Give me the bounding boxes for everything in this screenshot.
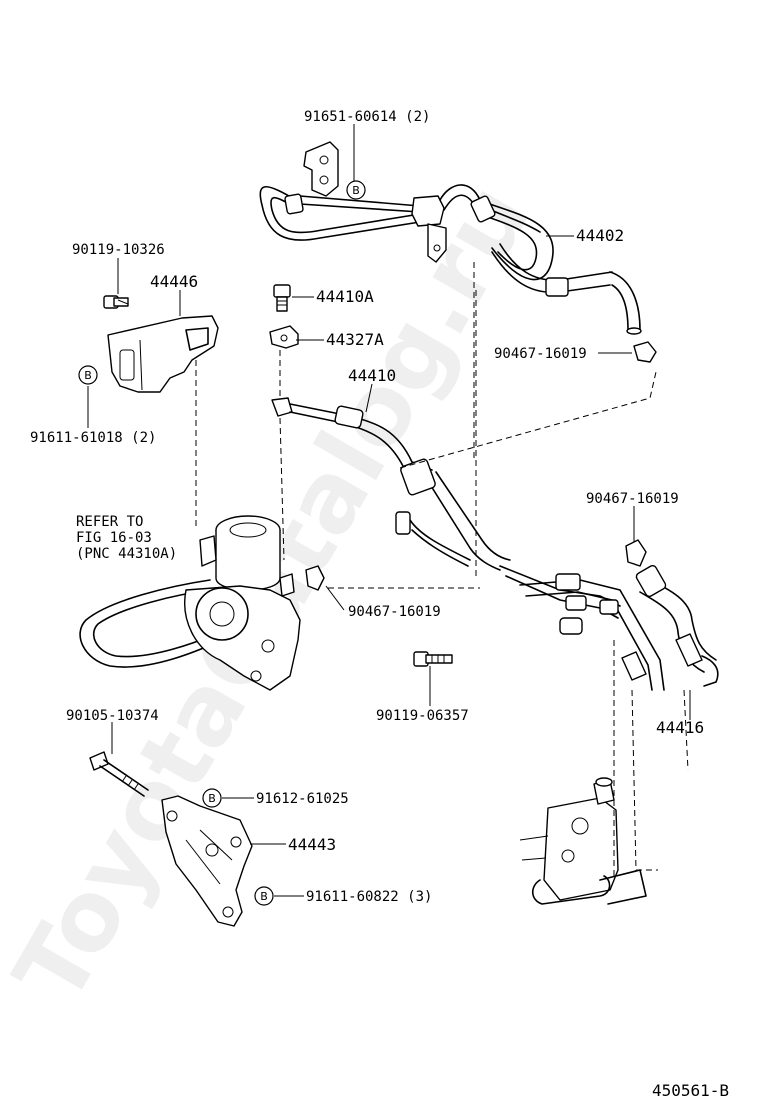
label-91611-60822: 91611-60822 (3) <box>306 889 432 905</box>
svg-text:B: B <box>352 184 360 197</box>
part-44443-bracket[interactable] <box>161 795 253 927</box>
part-90119-10326-bolt[interactable] <box>103 295 129 309</box>
part-90119-06357-bolt[interactable] <box>413 651 453 667</box>
label-90467-16019-right: 90467-16019 <box>586 491 679 507</box>
refer-note-line2: FIG 16-03 <box>76 530 152 546</box>
label-90467-16019-top: 90467-16019 <box>494 346 587 362</box>
part-44410-return-tube[interactable] <box>271 397 665 691</box>
label-90467-16019-mid: 90467-16019 <box>348 604 441 620</box>
label-91611-61018: 91611-61018 (2) <box>30 430 156 446</box>
svg-text:B: B <box>260 890 268 903</box>
svg-text:B: B <box>208 792 216 805</box>
part-44446-bracket[interactable] <box>107 315 219 393</box>
part-90467-16019-clamp-mid[interactable] <box>305 565 325 591</box>
refer-note-line1: REFER TO <box>76 514 143 530</box>
label-44443: 44443 <box>288 835 336 854</box>
svg-text:B: B <box>84 369 92 382</box>
part-90105-10374-bolt[interactable] <box>89 751 149 797</box>
part-44402-pressure-tube[interactable] <box>259 141 642 335</box>
part-90467-16019-clamp-top[interactable] <box>633 341 657 363</box>
part-44410A-bolt[interactable] <box>273 284 291 312</box>
part-44327A-clip[interactable] <box>269 325 299 349</box>
part-44416-hose[interactable] <box>635 564 719 687</box>
label-44410A: 44410A <box>316 287 374 306</box>
b-marker-top: B <box>346 180 366 200</box>
part-90467-16019-clamp-right[interactable] <box>625 539 647 567</box>
label-44402: 44402 <box>576 226 624 245</box>
b-marker-91611-60822: B <box>254 886 274 906</box>
label-90119-06357: 90119-06357 <box>376 708 469 724</box>
b-marker-91612: B <box>202 788 222 808</box>
power-steering-pump-reference <box>79 515 301 691</box>
label-90119-10326: 90119-10326 <box>72 242 165 258</box>
label-44327A: 44327A <box>326 330 384 349</box>
label-90105-10374: 90105-10374 <box>66 708 159 724</box>
leader-lines <box>87 124 691 897</box>
label-91612-61025: 91612-61025 <box>256 791 349 807</box>
steering-gear-reference <box>519 777 647 905</box>
label-91651-60614: 91651-60614 (2) <box>304 109 430 125</box>
label-44410: 44410 <box>348 366 396 385</box>
b-marker-left: B <box>78 365 98 385</box>
label-44446: 44446 <box>150 272 198 291</box>
refer-note-line3: (PNC 44310A) <box>76 546 177 562</box>
figure-id: 450561-B <box>652 1081 729 1100</box>
label-44416: 44416 <box>656 718 704 737</box>
installation-guide-lines <box>195 262 689 880</box>
